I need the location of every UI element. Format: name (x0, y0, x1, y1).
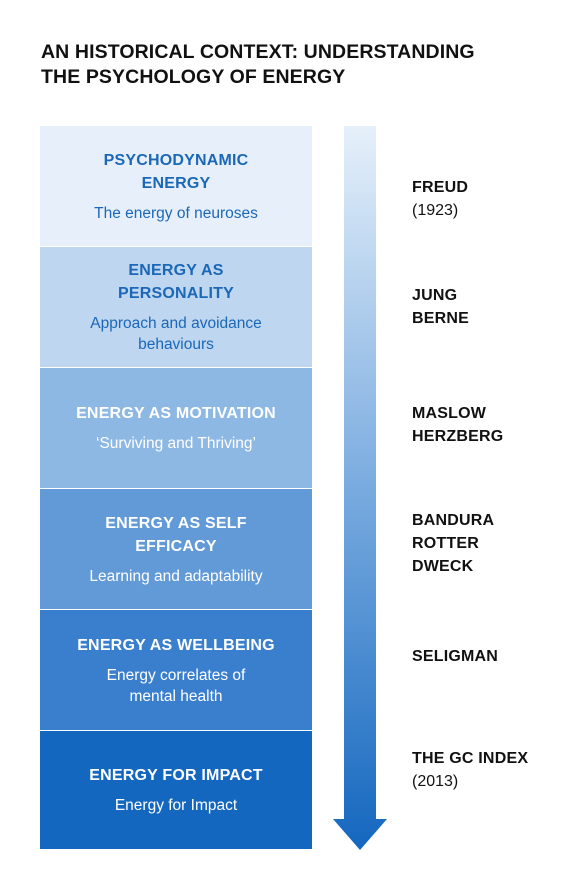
timeline-arrow-icon (333, 126, 387, 850)
stage-subtitle: Energy for Impact (114, 797, 238, 814)
stage-heading: ENERGY AS MOTIVATION (76, 405, 276, 422)
theorist-label-freud: FREUD (1923) (412, 179, 469, 219)
stage-block-motivation: ENERGY AS MOTIVATION ‘Surviving and Thri… (40, 368, 312, 488)
page-title: AN HISTORICAL CONTEXT: UNDERSTANDING THE… (41, 40, 561, 90)
stage-block-wellbeing: ENERGY AS WELLBEING Energy correlates of… (40, 610, 312, 730)
theorist-label-maslow-herzberg: MASLOW HERZBERG (412, 405, 504, 445)
stage-subtitle: ‘Surviving and Thriving’ (96, 435, 256, 452)
theorist-label-seligman: SELIGMAN (412, 648, 499, 665)
theorist-label-bandura-rotter-dweck: BANDURA ROTTER DWECK (412, 512, 495, 575)
stage-heading: ENERGY FOR IMPACT (89, 767, 263, 784)
theorist-label-gc-index: THE GC INDEX (2013) (412, 750, 529, 790)
stage-subtitle: The energy of neuroses (94, 204, 258, 222)
stage-heading: ENERGY AS WELLBEING (77, 636, 275, 654)
title-line-2: THE PSYCHOLOGY OF ENERGY (41, 66, 346, 88)
theorist-label-jung-berne: JUNG BERNE (412, 287, 470, 327)
stage-subtitle: Learning and adaptability (89, 567, 263, 585)
stage-block-impact: ENERGY FOR IMPACT Energy for Impact (40, 731, 312, 849)
title-line-1: AN HISTORICAL CONTEXT: UNDERSTANDING (41, 41, 475, 63)
